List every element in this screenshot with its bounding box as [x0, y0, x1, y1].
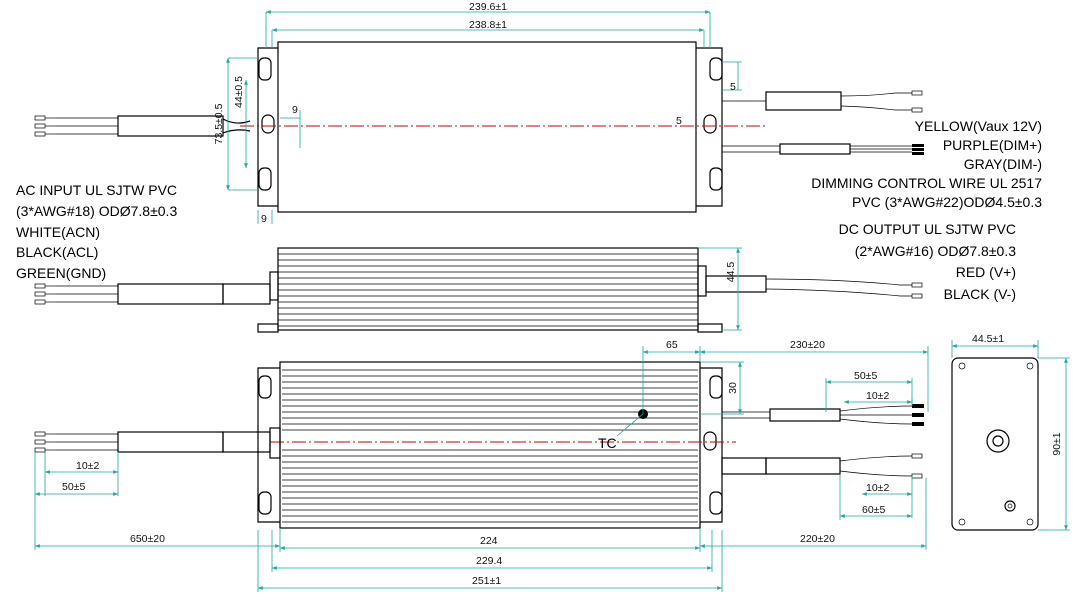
dim-end-width: 44.5±1	[972, 333, 1004, 345]
dim-out-10-bottom: 10±2	[866, 482, 889, 494]
end-view-body	[951, 357, 1039, 531]
side-ac-input-cable	[34, 283, 271, 305]
dim-in-10: 10±2	[76, 460, 99, 472]
dim-bottom-230: 230±20	[790, 339, 825, 351]
dim-in-50: 50±5	[62, 481, 85, 493]
bottom-dc-output-cable	[721, 453, 923, 479]
tc-label: TC	[598, 435, 617, 451]
ac-input-line-5: GREEN(GND)	[16, 265, 106, 281]
top-dimming-cable	[722, 143, 924, 155]
ac-input-line-1: AC INPUT UL SJTW PVC	[16, 182, 177, 198]
dim-body-229: 229.4	[476, 555, 502, 567]
bottom-view: TC	[34, 339, 929, 592]
dim-right-tab: 5	[730, 81, 736, 93]
dim-center-offset: 5	[676, 115, 682, 127]
ac-input-labels: AC INPUT UL SJTW PVC (3*AWG#18) ODØ7.8±0…	[16, 182, 177, 281]
dim-left-bottom: 9	[261, 213, 267, 225]
dim-left-hole-small: 9	[292, 104, 298, 116]
dim-in-650: 650±20	[130, 533, 165, 545]
dim-top-body: 238.8±1	[469, 19, 507, 31]
dc-output-line-2: (2*AWG#16) ODØ7.8±0.3	[855, 243, 1016, 259]
dimming-line-5: PVC (3*AWG#22)ODØ4.5±0.3	[852, 194, 1042, 210]
dim-out-10-top: 10±2	[866, 390, 889, 402]
end-view: 44.5±1 90±1	[951, 333, 1070, 531]
dim-side-height: 44.5	[725, 262, 737, 283]
top-dc-output-cable	[722, 90, 923, 113]
dimming-labels: YELLOW(Vaux 12V) PURPLE(DIM+) GRAY(DIM-)…	[811, 118, 1042, 210]
bottom-view-body	[279, 361, 701, 529]
end-view-gland	[986, 429, 1010, 453]
top-view-body	[277, 41, 697, 213]
dim-out-220: 220±20	[800, 533, 835, 545]
dc-output-line-1: DC OUTPUT UL SJTW PVC	[839, 221, 1016, 237]
side-dc-output-cable	[705, 275, 923, 299]
bottom-dimming-cable	[722, 404, 924, 426]
top-view-left-flange	[257, 47, 278, 207]
dc-output-line-4: BLACK (V-)	[944, 286, 1016, 302]
side-view: 44.5	[34, 247, 923, 333]
dim-body-224: 224	[480, 535, 498, 547]
dim-left-inner: 44±0.5	[233, 76, 245, 108]
dc-output-line-3: RED (V+)	[956, 264, 1016, 280]
side-view-fins	[278, 253, 698, 327]
top-view-right-flange	[696, 47, 723, 207]
ac-input-line-3: WHITE(ACN)	[16, 224, 100, 240]
dim-top-overall: 239.6±1	[469, 1, 507, 13]
dc-output-labels: DC OUTPUT UL SJTW PVC (2*AWG#16) ODØ7.8±…	[839, 221, 1017, 302]
dimming-line-2: PURPLE(DIM+)	[943, 137, 1042, 153]
dim-end-height: 90±1	[1051, 432, 1063, 455]
dim-bottom-65: 65	[666, 339, 678, 351]
dim-out-60: 60±5	[862, 504, 885, 516]
bottom-ac-input-cable	[34, 431, 271, 453]
dim-left-height: 73.5±0.5	[213, 103, 225, 144]
dimming-line-4: DIMMING CONTROL WIRE UL 2517	[811, 175, 1042, 191]
bottom-view-fins	[282, 369, 698, 523]
dim-bottom-30: 30	[727, 382, 739, 394]
ac-input-line-2: (3*AWG#18) ODØ7.8±0.3	[16, 203, 177, 219]
dim-out-50: 50±5	[854, 370, 877, 382]
dim-body-251: 251±1	[472, 575, 501, 587]
dimming-line-3: GRAY(DIM-)	[964, 156, 1042, 172]
dimming-line-1: YELLOW(Vaux 12V)	[915, 118, 1042, 134]
top-view: 239.6±1 238.8±1 73.5±0.5 44±0.5 9 9 5 5	[34, 1, 924, 225]
ac-input-line-4: BLACK(ACL)	[16, 244, 98, 260]
